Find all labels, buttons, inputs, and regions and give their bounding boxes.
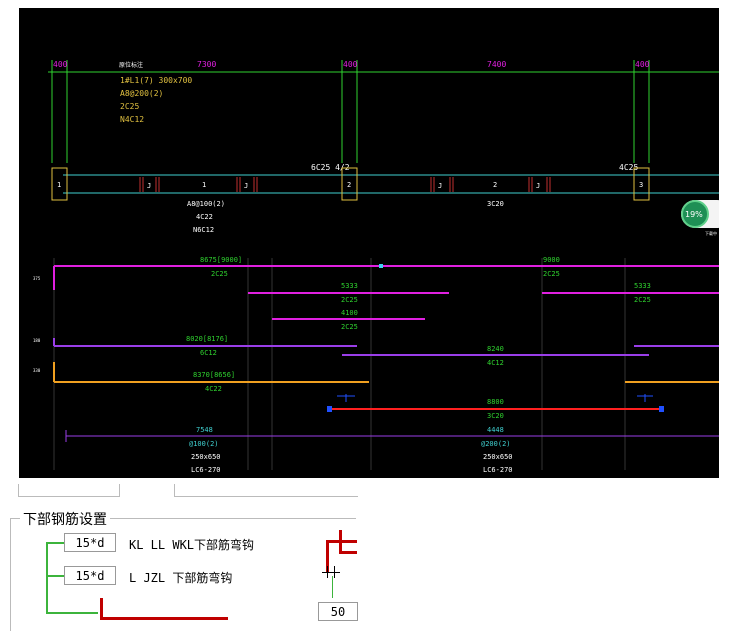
row1-sub-a: 2C25 <box>211 270 228 278</box>
row6-span2-4: LC6-270 <box>483 466 513 474</box>
row2-num-1: 5333 <box>341 282 358 290</box>
tree-line-vertical <box>46 542 48 614</box>
row2-num-3: 5333 <box>634 282 651 290</box>
row2-sub-2: 2C25 <box>341 323 358 331</box>
guide-lines <box>53 258 626 470</box>
span-dim-2: 7300 <box>197 60 216 69</box>
kl-hook-label: KL LL WKL下部筋弯钩 <box>129 538 255 552</box>
row6-span1-2: @100(2) <box>189 440 219 448</box>
span-dim-5: 400 <box>635 60 650 69</box>
group-title: 下部钢筋设置 <box>20 509 110 529</box>
j-mark-2: J <box>244 182 248 190</box>
j-mark-4: J <box>536 182 540 190</box>
hook-red-vertical <box>100 598 103 620</box>
top-rebar-label-2: 4C25 <box>619 163 638 172</box>
beam-label-title: 原位标注 <box>119 61 143 69</box>
preview-red-vertical-1 <box>326 540 329 572</box>
span-dim-3: 400 <box>343 60 358 69</box>
row3-label-b: 8240 <box>487 345 504 353</box>
support-2 <box>341 167 358 201</box>
row1-label-b: 9000 <box>543 256 560 264</box>
tab-strip-left <box>18 484 120 497</box>
progress-caption: 下载中 <box>705 230 717 236</box>
beam-label-line-4: N4C12 <box>120 115 144 124</box>
row6-span1-3: 250x650 <box>191 453 221 461</box>
row3-left-num: 180 <box>33 338 41 343</box>
top-dimension: 400 7300 400 7400 400 <box>48 60 719 163</box>
row6-span1-1: 7548 <box>196 426 213 434</box>
l-hook-input[interactable]: 15*d <box>64 566 116 585</box>
beam-label-line-2: A8@200(2) <box>120 89 163 98</box>
cad-canvas[interactable]: 400 7300 400 7400 400 原位标注 1#L1(7) 300x7… <box>19 8 719 478</box>
row2-sub-3: 2C25 <box>634 296 651 304</box>
row6-span1-4: LC6-270 <box>191 466 221 474</box>
row3-label-a: 8020[8176] <box>186 335 228 343</box>
row4-label-a: 8370[8656] <box>193 371 235 379</box>
row4-sub-a: 4C22 <box>205 385 222 393</box>
beam-label: 原位标注 1#L1(7) 300x700 A8@200(2) 2C25 N4C1… <box>119 61 192 124</box>
rebar-row-6[interactable]: 7548 @100(2) 250x650 LC6-270 4448 @200(2… <box>65 426 719 474</box>
span-dim-4: 7400 <box>487 60 506 69</box>
span-num-1: 1 <box>202 181 206 189</box>
beam-label-line-3: 2C25 <box>120 102 139 111</box>
row3-sub-b: 4C12 <box>487 359 504 367</box>
span2-info-1: 3C20 <box>487 200 504 208</box>
row6-span2-1: 4448 <box>487 426 504 434</box>
row1-left-num: 375 <box>33 276 41 281</box>
row5-label: 8800 <box>487 398 504 406</box>
progress-widget[interactable]: 19% 下载中 <box>681 200 719 236</box>
span1-info-2: 4C22 <box>196 213 213 221</box>
row6-span2-2: @200(2) <box>481 440 511 448</box>
row2-num-2: 4100 <box>341 309 358 317</box>
preview-red-horizontal-2 <box>339 551 357 554</box>
row3-sub-a: 6C12 <box>200 349 217 357</box>
preview-green-line <box>332 576 333 598</box>
support-1 <box>51 167 68 201</box>
span-dim-1: 400 <box>53 60 68 69</box>
support-num-3: 3 <box>639 181 643 189</box>
tree-line-mid <box>46 575 64 577</box>
preview-value-input[interactable]: 50 <box>318 602 358 621</box>
span-info: A8@100(2) 4C22 N6C12 3C20 <box>187 200 504 234</box>
rebar-row-1[interactable]: 8675[9000] 2C25 9000 2C25 375 <box>33 256 719 290</box>
row6-span2-3: 250x650 <box>483 453 513 461</box>
kl-hook-input[interactable]: 15*d <box>64 533 116 552</box>
tree-line-top <box>46 542 64 544</box>
rebar-row-4[interactable]: 8370[8656] 4C22 330 <box>33 362 719 393</box>
span-num-2: 2 <box>493 181 497 189</box>
rebar-row-5[interactable]: 8800 3C20 <box>327 394 664 420</box>
hook-red-horizontal <box>100 617 228 620</box>
span1-info-3: N6C12 <box>193 226 214 234</box>
support-num-2: 2 <box>347 181 351 189</box>
tree-line-bottom <box>46 612 98 614</box>
preview-tick-2 <box>334 566 335 578</box>
progress-value: 19% <box>685 210 703 219</box>
preview-dimension-mark <box>322 572 340 573</box>
j-mark-1: J <box>147 182 151 190</box>
rebar-row-2[interactable]: 5333 2C25 4100 2C25 5333 2C25 <box>248 282 719 331</box>
beam-label-line-1: 1#L1(7) 300x700 <box>120 76 192 85</box>
top-rebar-label-1: 6C25 4/2 <box>311 163 350 172</box>
support-num-1: 1 <box>57 181 61 189</box>
row4-left-num: 330 <box>33 368 41 373</box>
beam-body[interactable]: 6C25 4/2 4C25 1 2 3 1 2 J J J J <box>51 163 719 201</box>
row2-sub-1: 2C25 <box>341 296 358 304</box>
row1-label-a: 8675[9000] <box>200 256 242 264</box>
settings-panel: 下部钢筋设置 15*d KL LL WKL下部筋弯钩 15*d L JZL 下部… <box>0 478 736 636</box>
row5-sub: 3C20 <box>487 412 504 420</box>
support-3 <box>633 167 650 201</box>
span1-info-1: A8@100(2) <box>187 200 225 208</box>
row1-sub-b: 2C25 <box>543 270 560 278</box>
j-mark-3: J <box>438 182 442 190</box>
preview-tick-1 <box>327 566 328 578</box>
tab-strip-right <box>174 484 358 497</box>
bottom-rebar-groupbox <box>10 518 356 631</box>
rebar-row-3[interactable]: 8020[8176] 6C12 8240 4C12 180 <box>33 335 719 367</box>
preview-red-vertical-2 <box>339 530 342 554</box>
l-hook-label: L JZL 下部筋弯钩 <box>129 571 233 585</box>
